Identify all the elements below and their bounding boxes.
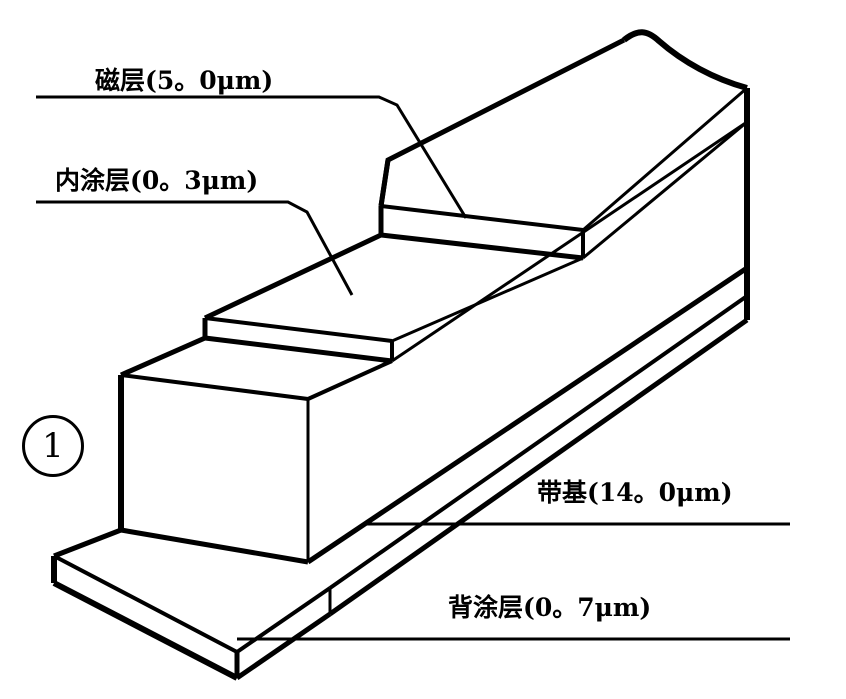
- figure-number-badge: 1: [22, 415, 84, 477]
- tape-base-solid: [118, 120, 750, 590]
- leader-lines: [36, 95, 790, 641]
- label-tape-base: 带基(14。0μm): [537, 478, 733, 507]
- magnetic-layer-solid: [378, 29, 750, 261]
- label-under-coat: 内涂层(0。3μm): [55, 166, 259, 195]
- label-back-coat: 背涂层(0。7μm): [448, 593, 652, 622]
- under-coat-layer-solid: [202, 232, 584, 364]
- label-magnetic-layer: 磁层(5。0μm): [95, 66, 274, 95]
